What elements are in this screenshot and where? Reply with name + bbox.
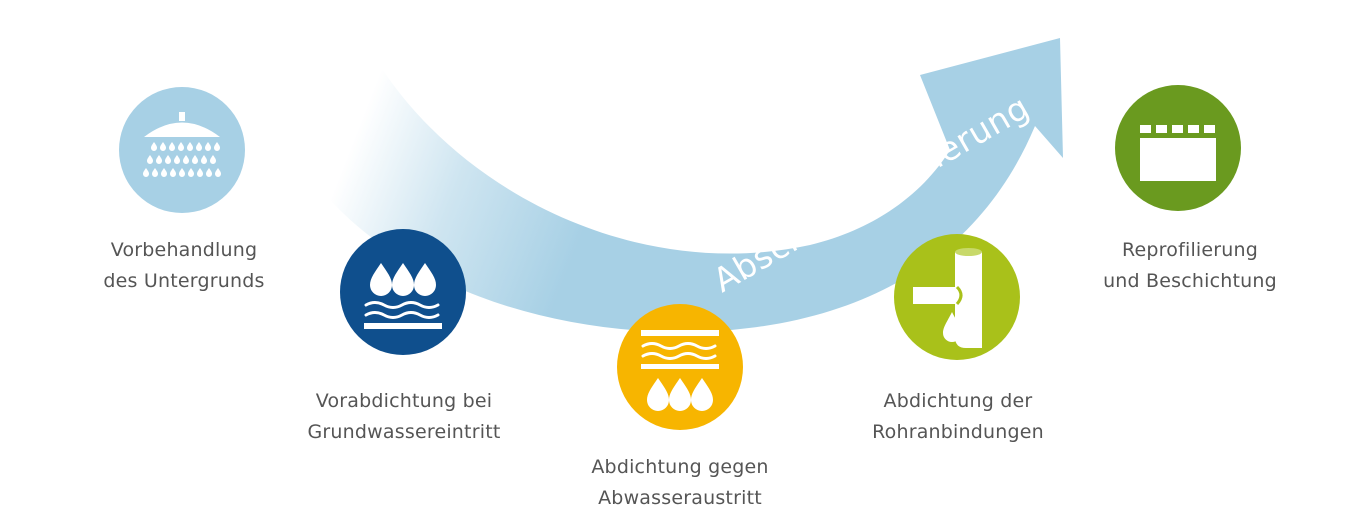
process-arrow <box>295 38 1063 333</box>
wall-profile-icon <box>1140 125 1216 181</box>
shower-drop <box>187 142 193 151</box>
shower-drop <box>201 155 207 164</box>
shower-drop <box>205 142 211 151</box>
groundwater-drops-icon <box>364 263 442 329</box>
shower-drop <box>179 168 185 177</box>
step-label-vorabdichtung: Vorabdichtung bei Grundwassereintritt <box>307 390 501 443</box>
shower-drop <box>183 155 189 164</box>
shower-drop <box>196 142 202 151</box>
shower-drop <box>174 155 180 164</box>
shower-drop <box>156 155 162 164</box>
wastewater-drops-icon <box>641 330 719 411</box>
shower-drop <box>161 168 167 177</box>
shower-drop <box>214 142 220 151</box>
step-abwasseraustritt <box>617 304 743 430</box>
shower-head-icon <box>143 112 221 177</box>
shower-drop <box>215 168 221 177</box>
step-rohranbindungen <box>894 234 1020 360</box>
pipe-connection-icon <box>913 248 982 348</box>
step-label-abwasseraustritt: Abdichtung gegen Abwasseraustritt <box>591 456 769 509</box>
shower-drop <box>188 168 194 177</box>
shower-drop <box>169 142 175 151</box>
shower-drop <box>210 155 216 164</box>
step-label-rohranbindungen: Abdichtung der Rohranbindungen <box>872 390 1044 443</box>
shower-drop <box>143 168 149 177</box>
shower-drop <box>206 168 212 177</box>
shower-drop <box>178 142 184 151</box>
step-vorbehandlung <box>119 87 245 213</box>
shower-drop <box>170 168 176 177</box>
shower-drop <box>151 142 157 151</box>
shower-drop <box>165 155 171 164</box>
shower-drop <box>152 168 158 177</box>
step-label-reprofilierung: Reprofilierung und Beschichtung <box>1103 239 1277 292</box>
step-vorabdichtung <box>340 229 466 355</box>
shower-drop <box>160 142 166 151</box>
shower-drop <box>197 168 203 177</box>
shower-drop <box>147 155 153 164</box>
step-reprofilierung <box>1115 85 1241 211</box>
step-label-vorbehandlung: Vorbehandlung des Untergrunds <box>103 239 265 292</box>
shower-drop <box>192 155 198 164</box>
